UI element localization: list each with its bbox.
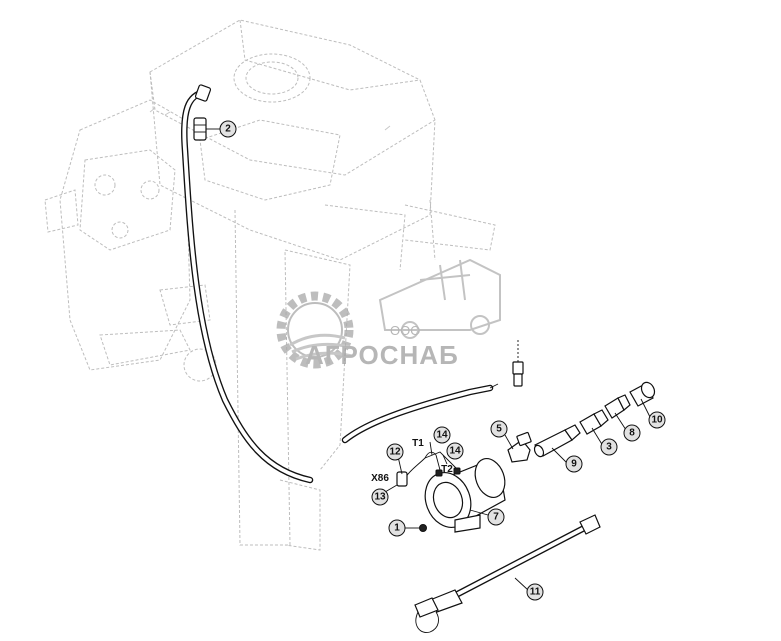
callout-11: 11 xyxy=(526,583,544,601)
hydraulic-hose-vertical xyxy=(181,84,314,484)
tractor-logo-icon xyxy=(378,258,501,339)
gear-logo-icon xyxy=(276,291,354,369)
hydraulic-pipe-middle xyxy=(341,383,499,444)
svg-text:9: 9 xyxy=(571,459,577,470)
tag-x86: X86 xyxy=(371,473,389,484)
tag-t2: T2 xyxy=(441,464,453,475)
callout-2: 2 xyxy=(219,120,237,138)
svg-text:14: 14 xyxy=(436,430,448,441)
svg-text:11: 11 xyxy=(530,587,541,598)
elbow-fitting xyxy=(507,431,532,463)
callout-1: 1 xyxy=(388,519,406,537)
callout-8: 8 xyxy=(623,424,641,442)
svg-text:1: 1 xyxy=(394,523,400,534)
end-cap xyxy=(629,381,656,407)
svg-text:13: 13 xyxy=(374,492,386,503)
check-valve xyxy=(533,424,581,458)
bolt xyxy=(419,524,427,532)
ghost-frame xyxy=(44,19,496,551)
svg-text:3: 3 xyxy=(606,442,612,453)
callout-3: 3 xyxy=(600,438,618,456)
svg-text:12: 12 xyxy=(389,447,401,458)
callout-14-upper: 14 xyxy=(433,426,451,444)
callout-5: 5 xyxy=(490,420,508,438)
callout-9: 9 xyxy=(565,455,583,473)
fitting-top xyxy=(512,340,524,387)
svg-text:8: 8 xyxy=(629,428,635,439)
svg-text:14: 14 xyxy=(449,446,461,457)
leader-lines xyxy=(206,128,652,591)
adapter-fitting xyxy=(579,409,609,435)
svg-text:2: 2 xyxy=(225,124,231,135)
watermark-brand: АГРОСНАБ xyxy=(305,340,459,370)
tag-t1: T1 xyxy=(412,438,424,449)
svg-text:10: 10 xyxy=(651,415,663,426)
watermark-company-type: ООО xyxy=(390,323,420,338)
watermark: ООО АГРОСНАБ xyxy=(276,258,501,370)
svg-text:7: 7 xyxy=(493,512,499,523)
svg-text:5: 5 xyxy=(496,424,502,435)
callout-13: 13 xyxy=(371,488,389,506)
callout-12: 12 xyxy=(386,443,404,461)
callout-14-lower: 14 xyxy=(446,442,464,460)
electric-pump-motor xyxy=(424,458,506,533)
callout-10: 10 xyxy=(648,411,666,429)
terminal-tags: T1 T2 X86 xyxy=(371,438,453,484)
callouts: 2 5 14 14 12 13 1 7 xyxy=(219,120,666,601)
callout-7: 7 xyxy=(487,508,505,526)
nut-fitting xyxy=(604,394,631,419)
hydraulic-hose-bottom xyxy=(414,514,601,633)
